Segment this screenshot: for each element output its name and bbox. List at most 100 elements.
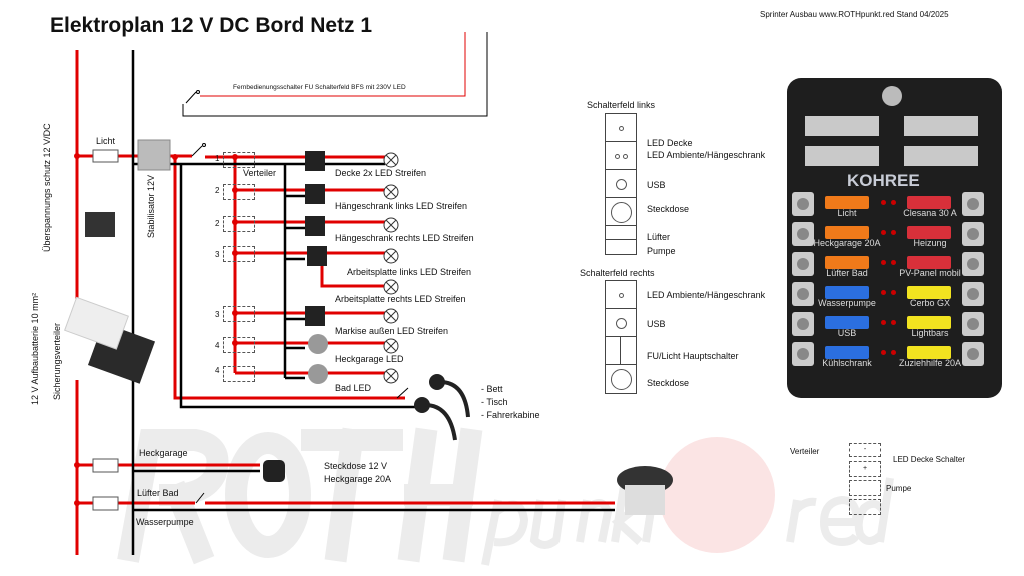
indicator-led <box>881 260 886 265</box>
indicator-led <box>891 350 896 355</box>
remote-wire-negative <box>182 32 488 117</box>
indicator-led <box>881 320 886 325</box>
busbar-icon <box>805 146 879 166</box>
fuse-left <box>825 286 869 299</box>
circuit-label: Bad LED <box>335 383 372 393</box>
reading-light-label: - Fahrerkabine <box>481 410 540 420</box>
schalterfeld-links-title: Schalterfeld links <box>587 100 656 110</box>
fuse-right <box>907 316 951 329</box>
fuse-left <box>825 256 869 269</box>
circuit-label: Arbeitsplatte links LED Streifen <box>347 267 472 277</box>
socket-slot <box>605 364 637 394</box>
socket-slot <box>605 197 637 227</box>
lamp-icon <box>383 217 399 233</box>
sfl-item: Pumpe <box>647 246 676 256</box>
lamp-icon <box>383 338 399 354</box>
remote-wire-positive <box>200 32 466 97</box>
usb-slot <box>605 169 637 199</box>
sfl-item: LED Ambiente/Hängeschrank <box>647 150 766 160</box>
lamp-icon <box>383 152 399 168</box>
usb-slot <box>605 308 637 338</box>
circuit-number: 3 <box>215 250 220 259</box>
circuit-number: 1 <box>215 154 220 163</box>
wasserpumpe-label: Wasserpumpe <box>136 517 194 527</box>
fuse-terminal <box>962 192 984 216</box>
circuit-label: Arbeitsplatte rechts LED Streifen <box>335 294 466 304</box>
indicator-led <box>891 290 896 295</box>
circuit-number: 3 <box>215 310 220 319</box>
distributor-box <box>223 216 255 232</box>
fuse-label: PV-Panel mobil <box>899 268 961 278</box>
busbar-icon <box>904 146 978 166</box>
sfl-item: Lüfter <box>647 232 671 242</box>
fuse-label: Heckgarage 20A <box>813 238 881 248</box>
legend-box <box>849 499 881 515</box>
sfl-item: Steckdose <box>647 204 690 214</box>
distributor-box <box>223 337 255 353</box>
circuit-number: 2 <box>215 186 220 195</box>
fuse-terminal <box>962 222 984 246</box>
legend-box <box>849 480 881 496</box>
indicator-led <box>881 230 886 235</box>
fuse-label: Lüfter Bad <box>826 268 868 278</box>
busbar-icon <box>805 116 879 136</box>
heckgarage-label: Heckgarage <box>139 448 188 458</box>
fuse-label: Heizung <box>913 238 947 248</box>
negative-wires <box>131 50 615 555</box>
steckdose-label: Steckdose 12 V <box>324 461 388 471</box>
fuse-terminal <box>792 312 814 336</box>
circuit-label: Hängeschrank links LED Streifen <box>335 201 468 211</box>
switch-slot <box>605 141 637 171</box>
fuse-terminal <box>962 282 984 306</box>
indicator-led <box>891 230 896 235</box>
stabilisator-label: Stabilisator 12V <box>146 174 156 238</box>
junction-dots <box>74 153 238 506</box>
fuse-left <box>825 196 869 209</box>
reading-light-label: - Tisch <box>481 397 508 407</box>
fuse-label: Kühlschrank <box>822 358 872 368</box>
legend-pumpe: Pumpe <box>886 484 912 493</box>
fuse-terminal <box>792 282 814 306</box>
fuse-terminal <box>792 192 814 216</box>
fuse-label: Licht <box>837 208 857 218</box>
circuit-label: Markise außen LED Streifen <box>335 326 449 336</box>
switch-slot <box>605 113 637 143</box>
sfr-item: FU/Licht Hauptschalter <box>647 351 739 361</box>
fuse-terminal <box>962 252 984 276</box>
credit: Sprinter Ausbau www.ROTHpunkt.red Stand … <box>760 10 949 19</box>
fuse-label: Wasserpumpe <box>818 298 876 308</box>
steckdose-fuse-label: Heckgarage 20A <box>324 474 392 484</box>
fuse-terminal <box>792 222 814 246</box>
fusebox-lid-icon <box>64 296 129 350</box>
bolt-icon <box>882 86 902 106</box>
fuse-label: Clesana 30 A <box>903 208 957 218</box>
stabilisator-icon <box>137 139 171 171</box>
indicator-led <box>881 350 886 355</box>
rocker-slot <box>605 225 637 255</box>
fuse-terminal <box>962 342 984 366</box>
switch-slot <box>605 280 637 310</box>
fuse-licht-label: Licht <box>96 136 116 146</box>
lamp-icon <box>383 184 399 200</box>
sfr-item: LED Ambiente/Hängeschrank <box>647 290 766 300</box>
socket-12v-icon <box>263 460 285 482</box>
fuse-right <box>907 256 951 269</box>
distributor-box <box>223 184 255 200</box>
watermark-dot <box>659 437 775 553</box>
dimmer-switch-icons <box>305 151 328 384</box>
lamp-icon <box>383 368 399 384</box>
reading-light-label: - Bett <box>481 384 503 394</box>
lamp-icon <box>383 308 399 324</box>
indicator-led <box>891 320 896 325</box>
distributor-box <box>223 152 255 168</box>
verteiler-label: Verteiler <box>243 168 277 178</box>
circuit-number: 2 <box>215 219 220 228</box>
fuse-left <box>825 316 869 329</box>
fuse-terminal <box>792 342 814 366</box>
fuse-label: Cerbo GX <box>909 298 951 308</box>
fuse-label: USB <box>837 328 857 338</box>
indicator-led <box>891 260 896 265</box>
circuit-label: Decke 2x LED Streifen <box>335 168 427 178</box>
fuse-label: Zuziehhilfe 20A <box>898 358 962 368</box>
